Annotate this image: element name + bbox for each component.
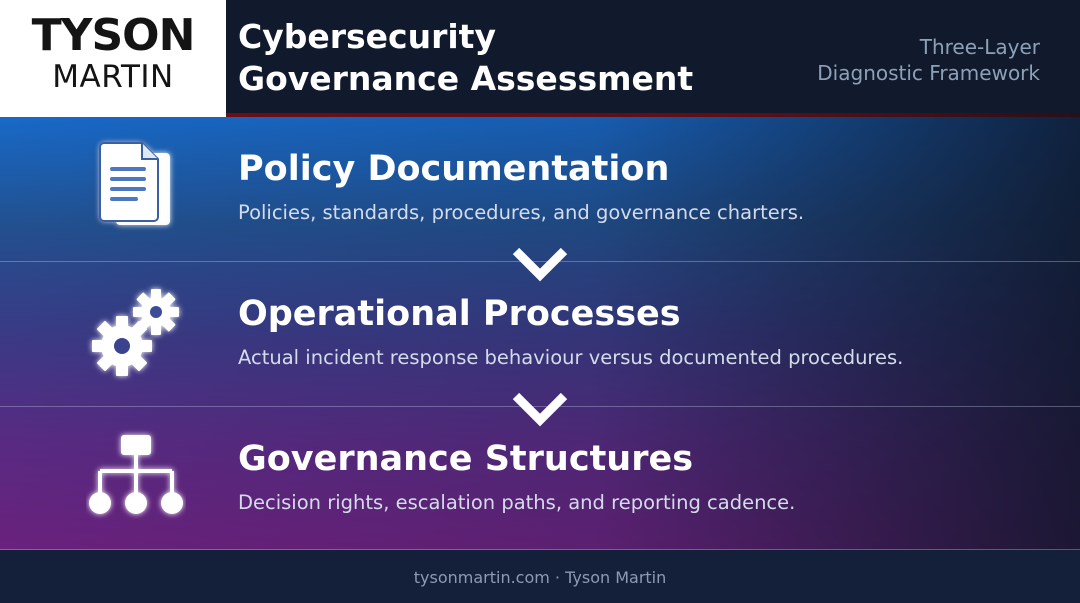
chevron-down-icon	[512, 247, 568, 282]
org-chart-icon	[89, 435, 183, 514]
layer-description: Actual incident response behaviour versu…	[238, 346, 904, 369]
layer-divider	[0, 261, 1080, 262]
layer-policy-documentation: Policy Documentation Policies, standards…	[0, 117, 1080, 262]
layer-description: Policies, standards, procedures, and gov…	[238, 201, 805, 224]
chevron-down-icon	[512, 392, 568, 427]
layer-title: Policy Documentation	[238, 149, 670, 189]
footer-credit: tysonmartin.com · Tyson Martin	[413, 568, 667, 587]
brand-logo[interactable]: TYSON MARTIN	[0, 0, 226, 117]
gears-icon	[92, 289, 179, 376]
layer-divider	[0, 406, 1080, 407]
layer-governance-structures: Governance Structures Decision rights, e…	[0, 407, 1080, 552]
logo-wordmark-line1: TYSON	[31, 10, 196, 61]
layer-operational-processes: Operational Processes Actual incident re…	[0, 262, 1080, 407]
layer-divider	[0, 549, 1080, 550]
layer-title: Governance Structures	[238, 439, 694, 479]
header: TYSON MARTIN Cybersecurity Governance As…	[0, 0, 1080, 117]
layer-description: Decision rights, escalation paths, and r…	[238, 491, 796, 514]
logo-wordmark-line2: MARTIN	[52, 59, 174, 95]
header-accent-bar	[226, 113, 1080, 117]
document-icon	[99, 142, 170, 225]
page-title: Cybersecurity Governance Assessment	[238, 17, 694, 98]
footer: tysonmartin.com · Tyson Martin	[0, 550, 1080, 603]
framework-layers: Policy Documentation Policies, standards…	[0, 117, 1080, 550]
layer-title: Operational Processes	[238, 294, 681, 334]
page-subtitle: Three-Layer Diagnostic Framework	[817, 35, 1040, 85]
